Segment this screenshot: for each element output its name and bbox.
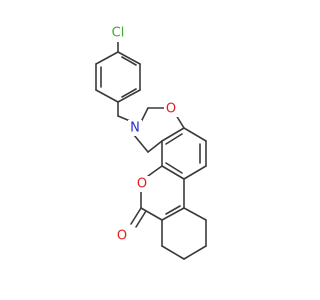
oxygen-lactone-label: O [137, 177, 147, 192]
nitrogen-label: N [130, 121, 140, 136]
chlorine-label: Cl [112, 26, 125, 41]
atom-nitrogen: N [128, 120, 142, 136]
oxygen-ring-label: O [166, 102, 176, 117]
atom-oxygen-ring: O [164, 101, 178, 117]
atom-oxygen-lactone: O [135, 176, 149, 192]
oxygen-carbonyl-label: O [117, 229, 127, 244]
atom-labels: Cl N O O O [108, 26, 178, 244]
atom-oxygen-carbonyl: O [115, 228, 129, 244]
bond-lines [95, 39, 207, 260]
molecule-structure: Cl N O O O [95, 26, 207, 260]
atom-chlorine: Cl [108, 26, 128, 42]
structure-canvas: Cl N O O O [95, 26, 207, 260]
